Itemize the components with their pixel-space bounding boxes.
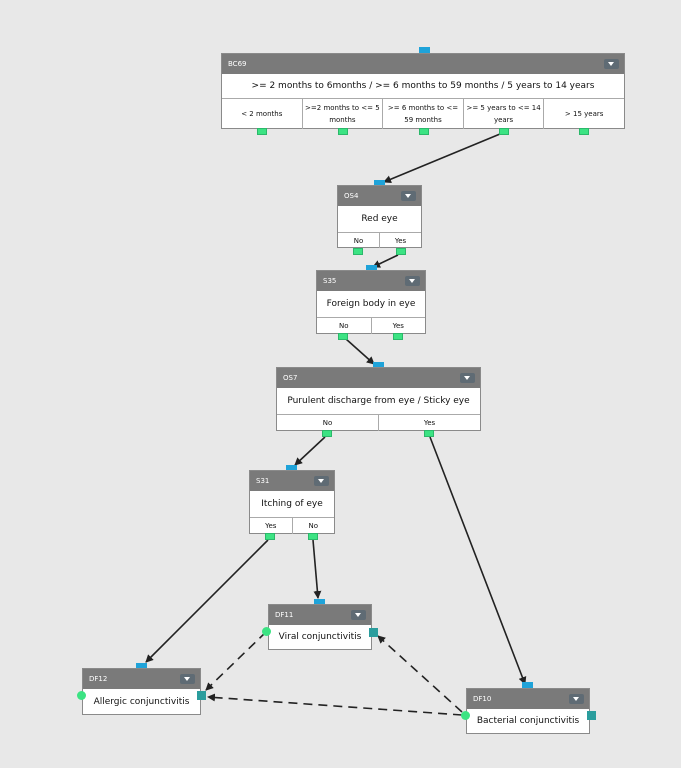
bc69-input-port[interactable] [419,47,430,53]
option: Yes [392,322,404,330]
dropdown-icon[interactable] [351,610,366,620]
node-id: BC69 [228,60,247,68]
bc69-output-port[interactable] [338,128,348,135]
s31-output-port[interactable] [265,533,275,540]
df11-link-port[interactable] [262,627,271,636]
node-df10[interactable]: DF10 Bacterial conjunctivitis [466,688,590,734]
node-diagnosis: Viral conjunctivitis [278,632,362,642]
bc69-output-port[interactable] [419,128,429,135]
os7-output-port[interactable] [424,430,434,437]
node-s31[interactable]: S31 Itching of eye Yes No [249,470,335,534]
node-question: Red eye [338,206,421,233]
dropdown-icon[interactable] [180,674,195,684]
df12-link-port[interactable] [77,691,86,700]
edge-os7-df10 [429,436,527,685]
s35-input-port[interactable] [366,265,377,271]
option: >= 5 years to <= 14 years [464,99,545,129]
node-s35[interactable]: S35 Foreign body in eye No Yes [316,270,426,334]
edge-s31-df12 [145,539,269,663]
node-options: Yes No [250,518,334,534]
node-bc69[interactable]: BC69 >= 2 months to 6months / >= 6 month… [221,53,625,129]
node-diagnosis: Allergic conjunctivitis [93,696,190,707]
node-os4[interactable]: OS4 Red eye No Yes [337,185,422,248]
node-id: DF11 [275,611,294,619]
dropdown-icon[interactable] [405,276,420,286]
dropdown-icon[interactable] [604,59,619,69]
edge-df10-df11-dashed [377,635,463,713]
node-id: DF10 [473,695,492,703]
df11-link-port[interactable] [369,628,378,637]
df10-input-port[interactable] [522,682,533,688]
dropdown-icon[interactable] [401,191,416,201]
df12-input-port[interactable] [136,663,147,669]
s31-input-port[interactable] [286,465,297,471]
bc69-output-port[interactable] [499,128,509,135]
dropdown-icon[interactable] [460,373,475,383]
df10-link-port[interactable] [461,711,470,720]
option: No [317,318,372,334]
option: >= 6 months to <= 59 months [383,99,464,129]
option: No [338,233,380,248]
node-question: >= 2 months to 6months / >= 6 months to … [222,74,624,99]
option: No [308,522,319,530]
option: > 15 years [564,110,604,118]
option: >=2 months to <= 5 months [303,99,384,129]
dropdown-icon[interactable] [314,476,329,486]
edge-os7-s31 [294,436,326,466]
df12-link-port[interactable] [197,691,206,700]
node-options: No Yes [338,233,421,248]
node-id: DF12 [89,675,108,683]
option: < 2 months [222,99,303,129]
node-id: S35 [323,277,337,285]
node-diagnosis: Bacterial conjunctivitis [476,716,580,726]
node-header: S31 [250,471,334,491]
s35-output-port[interactable] [393,333,403,340]
node-options: No Yes [277,415,480,431]
os4-output-port[interactable] [353,248,363,255]
df10-link-port[interactable] [587,711,596,720]
option: No [277,415,379,431]
node-question: Itching of eye [250,491,334,518]
edge-os4-s35 [372,254,399,268]
node-header: OS4 [338,186,421,206]
df11-input-port[interactable] [314,599,325,605]
edge-df10-df12-dashed [207,693,463,716]
edge-df11-df12-dashed [205,631,267,691]
node-options: < 2 months >=2 months to <= 5 months >= … [222,99,624,129]
node-header: DF12 [83,669,200,689]
edge-bc69-os4 [383,133,501,184]
os4-input-port[interactable] [374,180,385,186]
node-header: BC69 [222,54,624,74]
node-header: DF10 [467,689,589,709]
node-header: OS7 [277,368,480,388]
node-header: DF11 [269,605,371,625]
node-header: S35 [317,271,425,291]
edge-s35-os7 [345,338,375,365]
os4-output-port[interactable] [396,248,406,255]
edge-s31-df11 [312,539,322,599]
option: Yes [423,419,436,427]
node-id: S31 [256,477,270,485]
node-question: Foreign body in eye [317,291,425,318]
node-df12[interactable]: DF12 Allergic conjunctivitis [82,668,201,715]
s31-output-port[interactable] [308,533,318,540]
node-id: OS4 [344,192,359,200]
node-os7[interactable]: OS7 Purulent discharge from eye / Sticky… [276,367,481,431]
node-question: Purulent discharge from eye / Sticky eye [277,388,480,415]
bc69-output-port[interactable] [579,128,589,135]
option: Yes [250,518,293,534]
s35-output-port[interactable] [338,333,348,340]
bc69-output-port[interactable] [257,128,267,135]
dropdown-icon[interactable] [569,694,584,704]
node-options: No Yes [317,318,425,334]
os7-output-port[interactable] [322,430,332,437]
option: Yes [394,236,407,245]
node-id: OS7 [283,374,298,382]
node-df11[interactable]: DF11 Viral conjunctivitis [268,604,372,650]
os7-input-port[interactable] [373,362,384,368]
